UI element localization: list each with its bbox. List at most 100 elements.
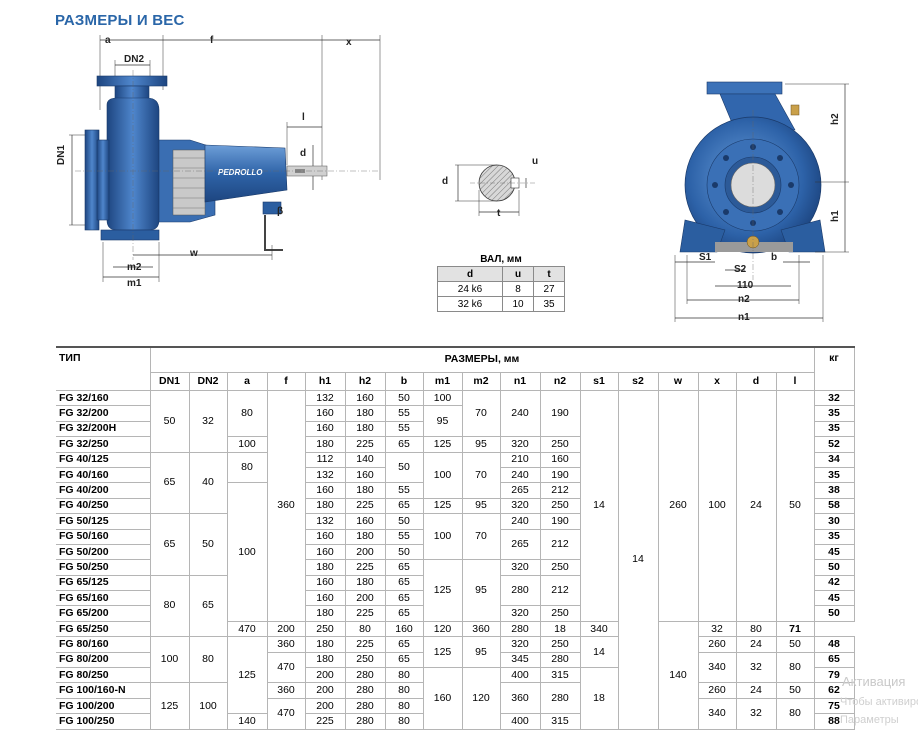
cell-dn2: 50 bbox=[188, 513, 228, 576]
cell-f: 360 bbox=[266, 390, 306, 622]
cell-m2: 120 bbox=[461, 667, 501, 730]
col-d: d bbox=[735, 371, 777, 392]
dim-m2-label: m2 bbox=[127, 262, 142, 273]
cell-b: 80 bbox=[344, 620, 386, 638]
cell-n2: 250 bbox=[539, 436, 581, 453]
cell-type: FG 50/200 bbox=[56, 543, 151, 561]
cell-h1: 180 bbox=[304, 651, 346, 669]
col-s1: s1 bbox=[579, 371, 619, 392]
col-x: x bbox=[697, 371, 737, 392]
cell-n1: 345 bbox=[499, 651, 541, 669]
dim-n2-label: n2 bbox=[738, 294, 750, 305]
cell-x: 140 bbox=[657, 620, 699, 730]
cell-b: 50 bbox=[384, 543, 424, 561]
pump-front-view-drawing bbox=[674, 81, 849, 322]
table-row: FG 40/160 132 160 240 190 35 bbox=[56, 466, 855, 484]
table-row: 32 k6 10 35 bbox=[436, 296, 565, 312]
cell-kg: 58 bbox=[813, 497, 855, 515]
cell-n1: 320 bbox=[499, 497, 541, 515]
dim-f-label: f bbox=[210, 35, 214, 46]
col-l: l bbox=[775, 371, 815, 392]
cell-type: FG 100/160-N bbox=[56, 682, 151, 699]
col-m2: m2 bbox=[461, 371, 501, 392]
cell-type: FG 65/200 bbox=[56, 605, 151, 622]
table-row: FG 80/160 100 80 125 360 180 225 65 125 … bbox=[56, 636, 855, 715]
table-row: FG 40/125 65 40 80 112 140 50 100 70 210… bbox=[56, 451, 855, 515]
cell-h2: 180 bbox=[344, 420, 386, 438]
cell-w: 340 bbox=[579, 620, 619, 638]
cell-b: 55 bbox=[384, 482, 424, 499]
cell-h1: 112 bbox=[304, 451, 346, 468]
dim-b-label: b bbox=[771, 252, 778, 263]
dim-s1-label: S1 bbox=[699, 252, 712, 263]
cell-n2: 250 bbox=[539, 636, 581, 653]
cell-m1: 160 bbox=[384, 620, 424, 638]
dim-a-label: a bbox=[105, 35, 111, 46]
table-row: FG 50/200 160 200 50 45 bbox=[56, 543, 855, 561]
cell-w: 340 bbox=[697, 651, 737, 684]
cell-kg: 52 bbox=[813, 436, 855, 453]
cell-n1: 240 bbox=[499, 466, 541, 484]
cell-f: 470 bbox=[266, 651, 306, 684]
shaft-cell: 35 bbox=[533, 296, 565, 312]
cell-n1: 280 bbox=[499, 574, 541, 607]
cell-type: FG 65/250 bbox=[56, 620, 151, 638]
cell-h2: 280 bbox=[344, 697, 386, 715]
cell-n1: 240 bbox=[499, 513, 541, 530]
cell-d: 24 bbox=[735, 390, 777, 622]
cell-type: FG 40/250 bbox=[56, 497, 151, 515]
cell-b: 65 bbox=[384, 590, 424, 607]
cell-n1: 320 bbox=[499, 605, 541, 622]
cell-f: 470 bbox=[226, 620, 268, 638]
col-dn2: DN2 bbox=[188, 371, 228, 392]
table-row: FG 50/160 160 180 55 265 212 35 bbox=[56, 528, 855, 561]
cell-h2: 200 bbox=[344, 590, 386, 607]
cell-n2: 250 bbox=[539, 605, 581, 622]
cell-kg: 32 bbox=[813, 389, 855, 407]
cell-h1: 160 bbox=[304, 528, 346, 545]
cell-type: FG 65/125 bbox=[56, 574, 151, 592]
cell-type: FG 32/160 bbox=[56, 389, 151, 407]
cell-dn2: 40 bbox=[188, 451, 228, 515]
shaft-col-u: u bbox=[502, 266, 535, 282]
dim-m1-label: m1 bbox=[127, 278, 142, 289]
cell-h1: 160 bbox=[304, 482, 346, 499]
cell-m1: 125 bbox=[422, 559, 463, 622]
table-row: 24 k6 8 27 bbox=[436, 281, 565, 297]
cell-n1: 400 bbox=[499, 713, 541, 730]
cell-l: 50 bbox=[775, 682, 815, 699]
cell-kg: 42 bbox=[813, 574, 855, 592]
cell-a: 100 bbox=[226, 436, 268, 453]
table-row: FG 80/250 200 280 80 160 120 400 315 18 … bbox=[56, 667, 855, 730]
cell-h1: 160 bbox=[304, 420, 346, 438]
cell-s1: 14 bbox=[579, 636, 619, 669]
cell-kg: 88 bbox=[813, 713, 855, 730]
cell-a: 80 bbox=[226, 389, 268, 438]
cell-type: FG 50/160 bbox=[56, 528, 151, 545]
cell-w: 260 bbox=[697, 636, 737, 653]
cell-kg: 50 bbox=[813, 559, 855, 576]
cell-h2: 180 bbox=[344, 574, 386, 592]
cell-h1: 160 bbox=[304, 574, 346, 592]
cell-l: 80 bbox=[775, 651, 815, 684]
cell-b: 55 bbox=[384, 528, 424, 545]
shaft-cell: 10 bbox=[502, 296, 535, 312]
cell-n2: 250 bbox=[539, 497, 581, 515]
cell-n2: 250 bbox=[539, 559, 581, 576]
dim-s2-label: S2 bbox=[734, 264, 747, 275]
cell-h2: 160 bbox=[344, 466, 386, 484]
cell-type: FG 80/250 bbox=[56, 667, 151, 684]
cell-type: FG 80/160 bbox=[56, 636, 151, 653]
dim-110-label: 110 bbox=[737, 280, 754, 291]
shaft-cell: 8 bbox=[502, 281, 535, 297]
dim-n1-label: n1 bbox=[738, 312, 750, 323]
cell-b: 65 bbox=[384, 651, 424, 669]
cell-h2: 160 bbox=[344, 389, 386, 407]
cell-s1: 18 bbox=[539, 620, 581, 638]
dim-w-label: w bbox=[190, 248, 198, 259]
cell-s2: 14 bbox=[617, 390, 659, 730]
cell-n2: 212 bbox=[539, 482, 581, 499]
shaft-col-t: t bbox=[533, 266, 565, 282]
cell-type: FG 100/200 bbox=[56, 697, 151, 715]
pump-side-view-drawing: PEDROLLO bbox=[69, 35, 381, 282]
